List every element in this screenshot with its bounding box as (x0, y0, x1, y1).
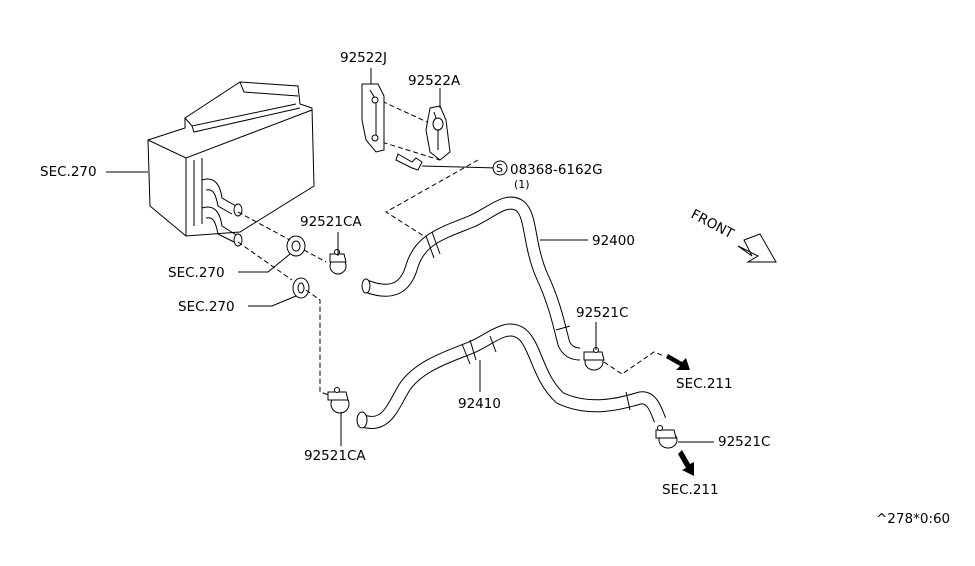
front-label: FRONT (688, 206, 737, 242)
clamp-92521C-bottom (655, 425, 678, 449)
label-92521C-top: 92521C (576, 305, 628, 321)
bolt-08368-6162G: S (395, 153, 508, 176)
heater-unit (147, 81, 315, 247)
dashed-connections (237, 97, 665, 397)
label-bolt-number: 08368-6162G (510, 162, 603, 178)
hose-92410 (356, 323, 667, 429)
label-92521C-bottom: 92521C (718, 434, 770, 450)
label-sec270-upper: SEC.270 (168, 265, 225, 281)
lower-grommet (292, 277, 310, 299)
clamp-92521C-top (583, 347, 605, 371)
label-sec211-top: SEC.211 (676, 376, 733, 392)
bracket-92522J (361, 83, 385, 153)
arrow-sec211-bottom (678, 450, 694, 476)
hose-92400 (361, 196, 581, 361)
label-sec211-bottom: SEC.211 (662, 482, 719, 498)
label-92522A: 92522A (408, 73, 461, 89)
front-arrow: FRONT (688, 206, 777, 263)
label-diagram-code: ^278*0:60 (876, 511, 950, 527)
label-92521CA-bottom: 92521CA (304, 448, 366, 464)
label-sec270-lower: SEC.270 (178, 299, 235, 315)
upper-grommet (286, 235, 306, 257)
label-92410: 92410 (458, 396, 501, 412)
label-bolt-qty: (1) (514, 178, 530, 191)
bolt-symbol: S (496, 162, 503, 175)
label-92400: 92400 (592, 233, 635, 249)
leader-lines (106, 68, 714, 446)
bracket-92522A (425, 105, 451, 161)
clamp-92521CA-bottom (327, 387, 350, 414)
arrow-sec211-top (666, 354, 690, 370)
label-92521CA-top: 92521CA (300, 214, 362, 230)
label-92522J: 92522J (340, 50, 387, 66)
label-sec270-heater: SEC.270 (40, 164, 97, 180)
